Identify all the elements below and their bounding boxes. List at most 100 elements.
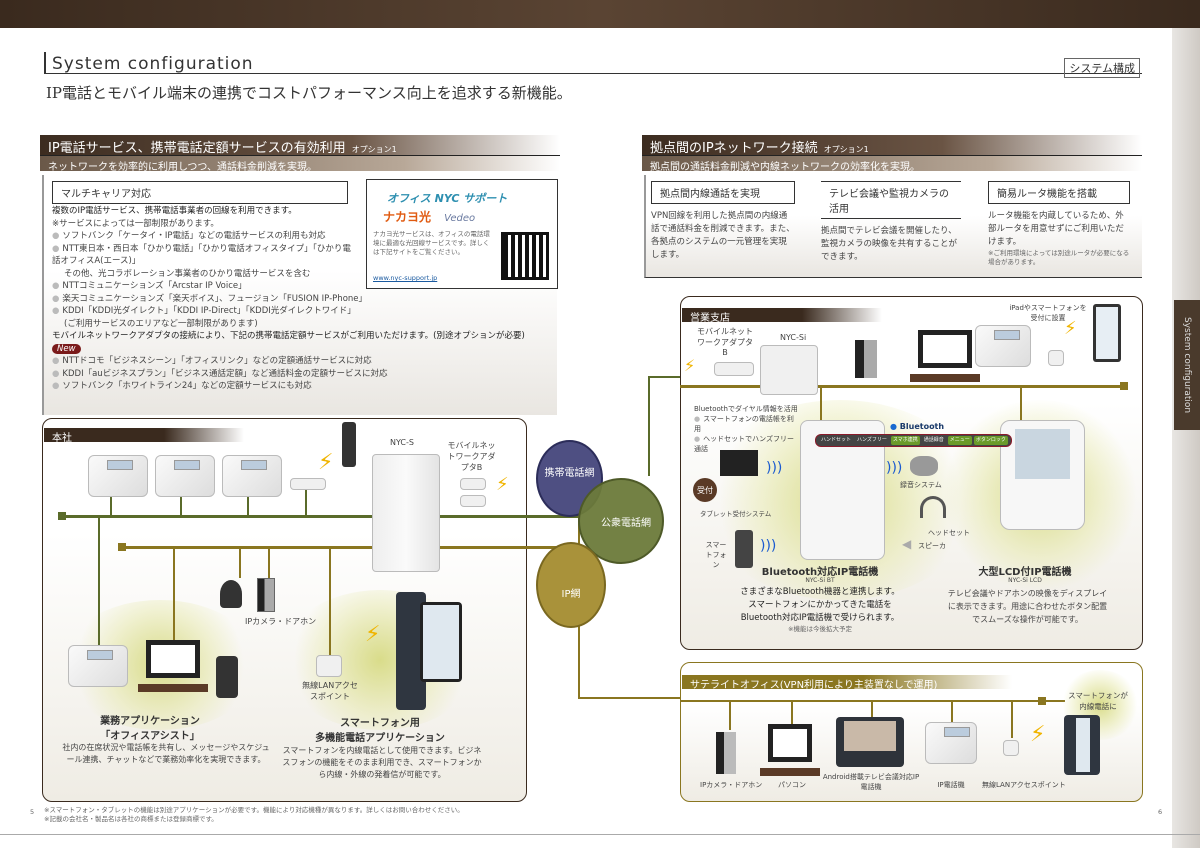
drop-line	[173, 548, 175, 643]
bullet: NTTドコモ「ビジネスシーン」「オフィスリンク」などの定額通話サービスに対応	[52, 355, 555, 368]
top-band	[0, 0, 1200, 28]
promo-box: オフィス NYC サポート ナカヨ光 Vedeo ナカヨ光サービスは、オフィスの…	[366, 179, 558, 289]
access-point-icon	[1048, 350, 1064, 366]
main-unit-icon	[760, 345, 818, 395]
multicarrier-text: 複数のIP電話サービス、携帯電話事業者の回線を利用できます。 ※サービスによって…	[52, 205, 555, 393]
feature-text: 拠点間でテレビ会議を開催したり、監視カメラの映像を共有することができます。	[821, 226, 958, 262]
link-line	[648, 376, 650, 476]
main-unit-label: NYC-S	[390, 438, 414, 447]
bt-item: スマートフォンの電話帳を利用	[694, 414, 798, 434]
right-section-header: 拠点間のIPネットワーク接続オプション1 拠点間の通話料金削減や内線ネットワーク…	[642, 135, 1142, 173]
satellite-smartphone-note: スマートフォンが内線電話に	[1068, 691, 1128, 711]
speaker-icon: ◀	[902, 537, 912, 551]
bt-text-line: Bluetooth対応IP電話機で受けられます。	[740, 613, 900, 623]
pc-icon	[910, 330, 980, 385]
wireless-icon: ⚡	[365, 622, 381, 647]
mobile-intro: モバイルネットワークアダプタの接続により、下記の携帯電話定額サービスがご利用いた…	[52, 331, 525, 341]
speaker-label: スピーカ	[918, 542, 946, 550]
key: ハンズフリー	[857, 437, 887, 443]
ip-phone-icon	[925, 722, 977, 764]
key: スマホ連携	[890, 436, 920, 445]
ip-phone-icon	[68, 645, 128, 687]
line-end	[58, 512, 66, 520]
smartphone-dock-icon	[1064, 715, 1100, 775]
access-point-icon	[316, 655, 342, 677]
drop-line	[1020, 388, 1022, 420]
bt-note: ※機能は今後拡大予定	[788, 625, 852, 633]
promo-logo: Vedeo	[444, 213, 476, 224]
line-end	[118, 543, 126, 551]
recorder-label: 録音システム	[900, 481, 942, 489]
bluetooth-logo: ● Bluetooth	[890, 422, 944, 431]
bt-phone-title: Bluetooth対応IP電話機	[761, 567, 879, 578]
doorphone-icon	[855, 340, 877, 378]
footer-note: ※スマートフォン・タブレットの機能は別途アプリケーションが必要です。機能により対…	[44, 806, 464, 814]
drop-line	[729, 700, 731, 730]
feature-col: 拠点間内線通話を実現 VPN回線を利用した拠点間の内線通話で通話料金を削減できます…	[651, 181, 795, 262]
bt-text-line: スマートフォンにかかってきた電話を	[748, 600, 892, 610]
adapter-icon	[460, 478, 486, 490]
network-line	[120, 546, 580, 549]
feature-label: 簡易ルータ機能を搭載	[988, 181, 1130, 204]
bullet: NTTコミュニケーションズ「Arcstar IP Voice」	[52, 280, 555, 293]
section-title: 拠点間のIPネットワーク接続オプション1	[642, 135, 1142, 156]
side-tab: System configuration	[1174, 300, 1200, 430]
bt-signal-icon: )))	[766, 460, 783, 476]
adapter-icon	[460, 495, 486, 507]
smartphone-icon	[420, 602, 462, 682]
app2-name: 多機能電話アプリケーション	[315, 733, 445, 744]
feature-note: ※ご利用環境によっては別途ルータが必要になる場合があります。	[988, 249, 1130, 266]
link-line	[648, 376, 684, 378]
app1-title-text: 業務アプリケーション	[100, 716, 200, 727]
wireless-icon: ⚡	[318, 450, 334, 475]
main-unit-icon	[372, 454, 440, 572]
bluetooth-icon: ●	[890, 422, 897, 431]
feature-label: テレビ会議や監視カメラの活用	[821, 181, 961, 219]
bt-signal-icon: )))	[760, 538, 777, 554]
drop-line	[820, 388, 822, 420]
bullet: ソフトバンク「ケータイ・IP電話」などの電話サービスの利用も対応	[52, 230, 555, 243]
page-title-jp: システム構成	[1064, 58, 1140, 78]
handset-icon	[342, 422, 356, 467]
multicarrier-label: マルチキャリア対応	[52, 181, 348, 204]
ip-camera-icon	[220, 580, 242, 608]
footer-note: ※記載の会社名・製品名は各社の商標または登録商標です。	[44, 815, 218, 823]
drop-line	[305, 488, 307, 516]
section-title-text: IP電話サービス、携帯電話定額サービスの有効利用	[48, 141, 346, 156]
wireless-icon: ⚡	[684, 356, 696, 375]
bullet: KDDI「auビジネスプラン」「ビジネス通話定額」など通話料金の定額サービスに対…	[52, 368, 555, 381]
bullet: ソフトバンク「ホワイトライン24」などの定額サービスにも対応	[52, 380, 555, 393]
bt-title: Bluetoothでダイヤル情報を活用	[694, 405, 798, 413]
feature-label: 拠点間内線通話を実現	[651, 181, 795, 204]
smartphone-icon	[735, 530, 753, 568]
drop-line	[98, 517, 100, 647]
page-title: System configuration	[52, 54, 254, 74]
bt-phone-model: NYC-Si BT	[805, 577, 835, 584]
promo-link[interactable]: www.nyc-support.jp	[373, 274, 438, 282]
drop-line	[180, 488, 182, 516]
page-edge	[1172, 28, 1200, 848]
wireless-icon: ⚡	[1030, 722, 1046, 747]
note: ※サービスによっては一部制限があります。	[52, 218, 219, 229]
satellite-item: IP電話機	[937, 781, 965, 789]
bluetooth-logo-text: Bluetooth	[899, 422, 945, 431]
reception-badge-label: 受付	[697, 485, 713, 495]
left-section-header: IP電話サービス、携帯電話定額サービスの有効利用オプション1 ネットワークを効率…	[40, 135, 560, 173]
qr-code-icon[interactable]	[501, 232, 549, 280]
ip-network: IP網	[536, 542, 606, 628]
key: 通話録音	[923, 437, 944, 443]
pc-icon	[760, 724, 820, 779]
adapter-label: モバイルネットワークアダプタB	[697, 327, 753, 357]
feature-text: VPN回線を利用した拠点間の内線通話で通話料金を削減できます。また、各拠点のシス…	[651, 211, 795, 260]
ip-phone-icon	[88, 455, 148, 497]
bt-info: Bluetoothでダイヤル情報を活用 スマートフォンの電話帳を利用 ヘッドセッ…	[694, 404, 798, 454]
lcd-model: NYC-Si LCD	[1008, 577, 1042, 584]
promo-brand: ナカヨ光	[383, 210, 432, 224]
satellite-item: IPカメラ・ドアホン	[700, 781, 763, 789]
key: メニュー	[947, 436, 972, 445]
public-network-label: 公衆電話網	[601, 517, 651, 529]
page-number-left: 5	[30, 808, 35, 816]
app1-title: 業務アプリケーション「オフィスアシスト」	[60, 712, 240, 742]
drop-line	[247, 488, 249, 516]
recorder-icon	[910, 456, 938, 476]
